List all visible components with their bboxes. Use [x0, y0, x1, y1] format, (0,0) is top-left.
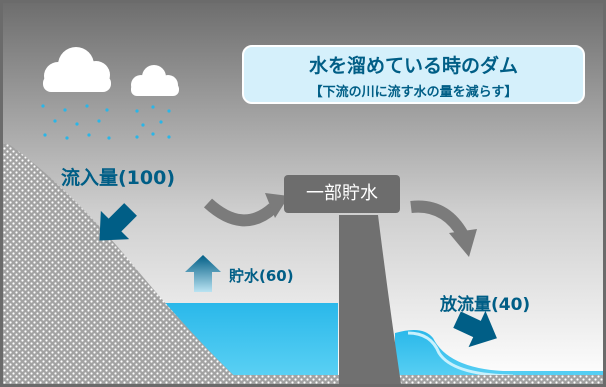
inflow-arrow-icon — [99, 203, 137, 241]
outflow-label: 放流量(40) — [440, 295, 531, 315]
ground-strip — [3, 375, 603, 384]
diagram-subtitle: 【下流の川に流す水の量を減らす】 — [309, 85, 518, 100]
storage-label: 貯水(60) — [229, 267, 294, 285]
rain-drops — [41, 104, 171, 140]
river-water-highlight — [407, 331, 514, 378]
inflow-label: 流入量(100) — [61, 167, 176, 189]
hillside — [3, 143, 243, 384]
cloud-icon — [43, 47, 111, 92]
curved-arrow-out-head — [449, 229, 477, 257]
title-box: 水を溜めている時のダム 【下流の川に流す水の量を減らす】 — [242, 45, 585, 104]
reservoir-water — [153, 303, 338, 384]
curved-arrow-out — [410, 200, 469, 239]
curved-arrow-in — [203, 198, 278, 227]
partial-storage-box: 一部貯水 — [284, 175, 400, 213]
dam-body — [339, 215, 401, 384]
river-water — [395, 329, 603, 384]
storage-up-arrow-icon — [185, 255, 221, 292]
curved-arrow-in-head — [265, 193, 289, 218]
partial-storage-label: 一部貯水 — [306, 183, 378, 204]
outflow-arrow-icon — [453, 310, 497, 348]
diagram-title: 水を溜めている時のダム — [308, 55, 518, 77]
cloud-icon-small — [131, 65, 179, 96]
